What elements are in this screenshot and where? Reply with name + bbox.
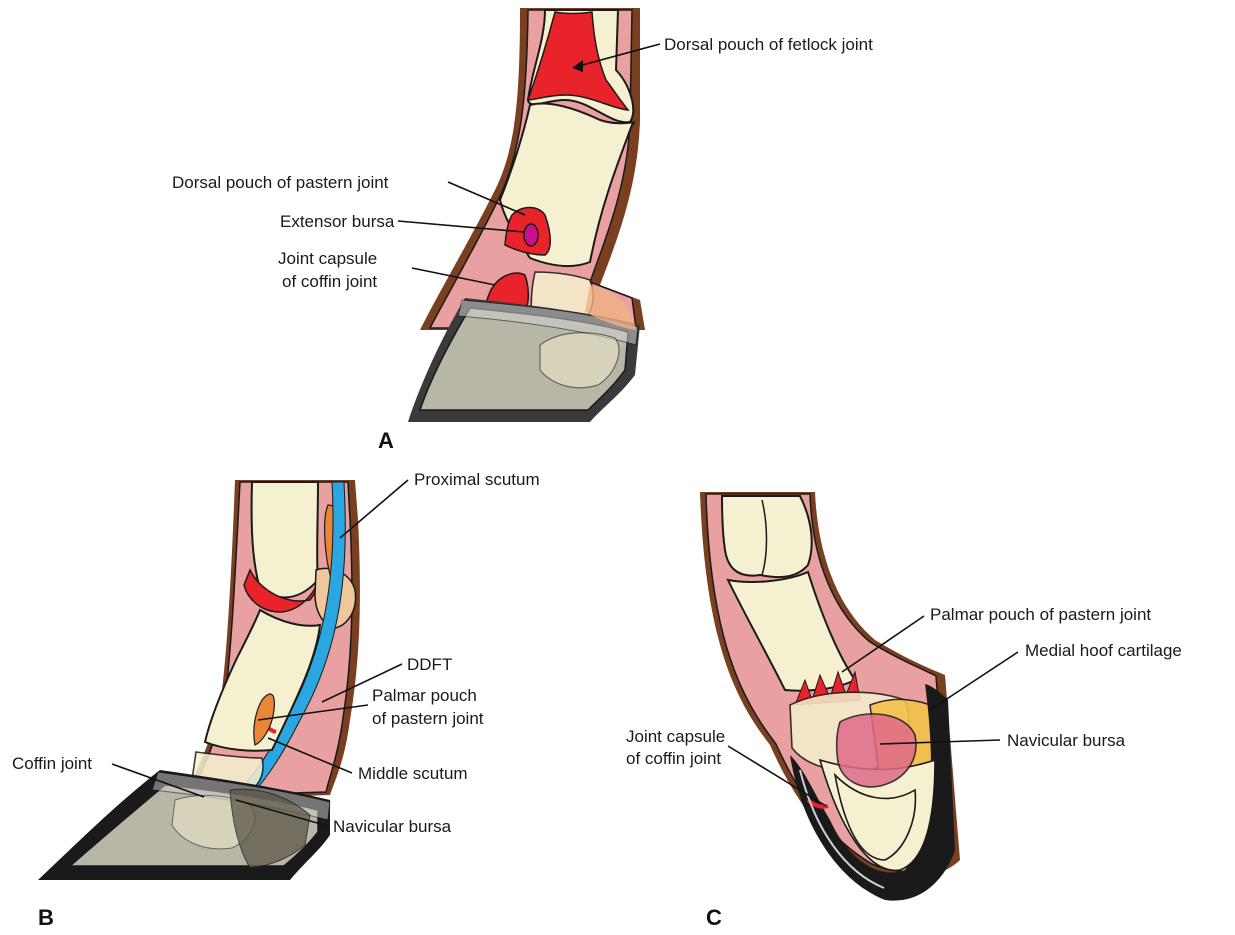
label-palmar-pouch-line1: Palmar pouch <box>372 686 477 705</box>
label-joint-capsule-line1: Joint capsule <box>278 249 377 268</box>
panel-letter-c: C <box>706 905 722 930</box>
label-joint-capsule-line2: of coffin joint <box>282 272 377 291</box>
label-ddft: DDFT <box>407 655 452 674</box>
label-palmar-pouch-pastern-c: Palmar pouch of pastern joint <box>930 605 1151 624</box>
panel-c-drawing <box>700 492 960 901</box>
label-palmar-pouch-line2: of pastern joint <box>372 709 484 728</box>
label-joint-capsule-c-line2: of coffin joint <box>626 749 721 768</box>
label-medial-hoof-cartilage: Medial hoof cartilage <box>1025 641 1182 660</box>
label-extensor-bursa: Extensor bursa <box>280 212 395 231</box>
label-navicular-bursa-b: Navicular bursa <box>333 817 452 836</box>
label-dorsal-pouch-fetlock: Dorsal pouch of fetlock joint <box>664 35 873 54</box>
label-dorsal-pouch-pastern: Dorsal pouch of pastern joint <box>172 173 389 192</box>
panel-a-drawing <box>408 8 645 422</box>
panel-b-drawing <box>38 480 360 880</box>
label-navicular-bursa-c: Navicular bursa <box>1007 731 1126 750</box>
panel-letter-a: A <box>378 428 394 453</box>
panel-b-cannon-bone <box>252 482 318 597</box>
panel-a-extensor-bursa <box>524 224 538 246</box>
label-joint-capsule-c-line1: Joint capsule <box>626 727 725 746</box>
label-proximal-scutum: Proximal scutum <box>414 470 540 489</box>
label-coffin-joint: Coffin joint <box>12 754 92 773</box>
panel-letter-b: B <box>38 905 54 930</box>
label-middle-scutum: Middle scutum <box>358 764 468 783</box>
